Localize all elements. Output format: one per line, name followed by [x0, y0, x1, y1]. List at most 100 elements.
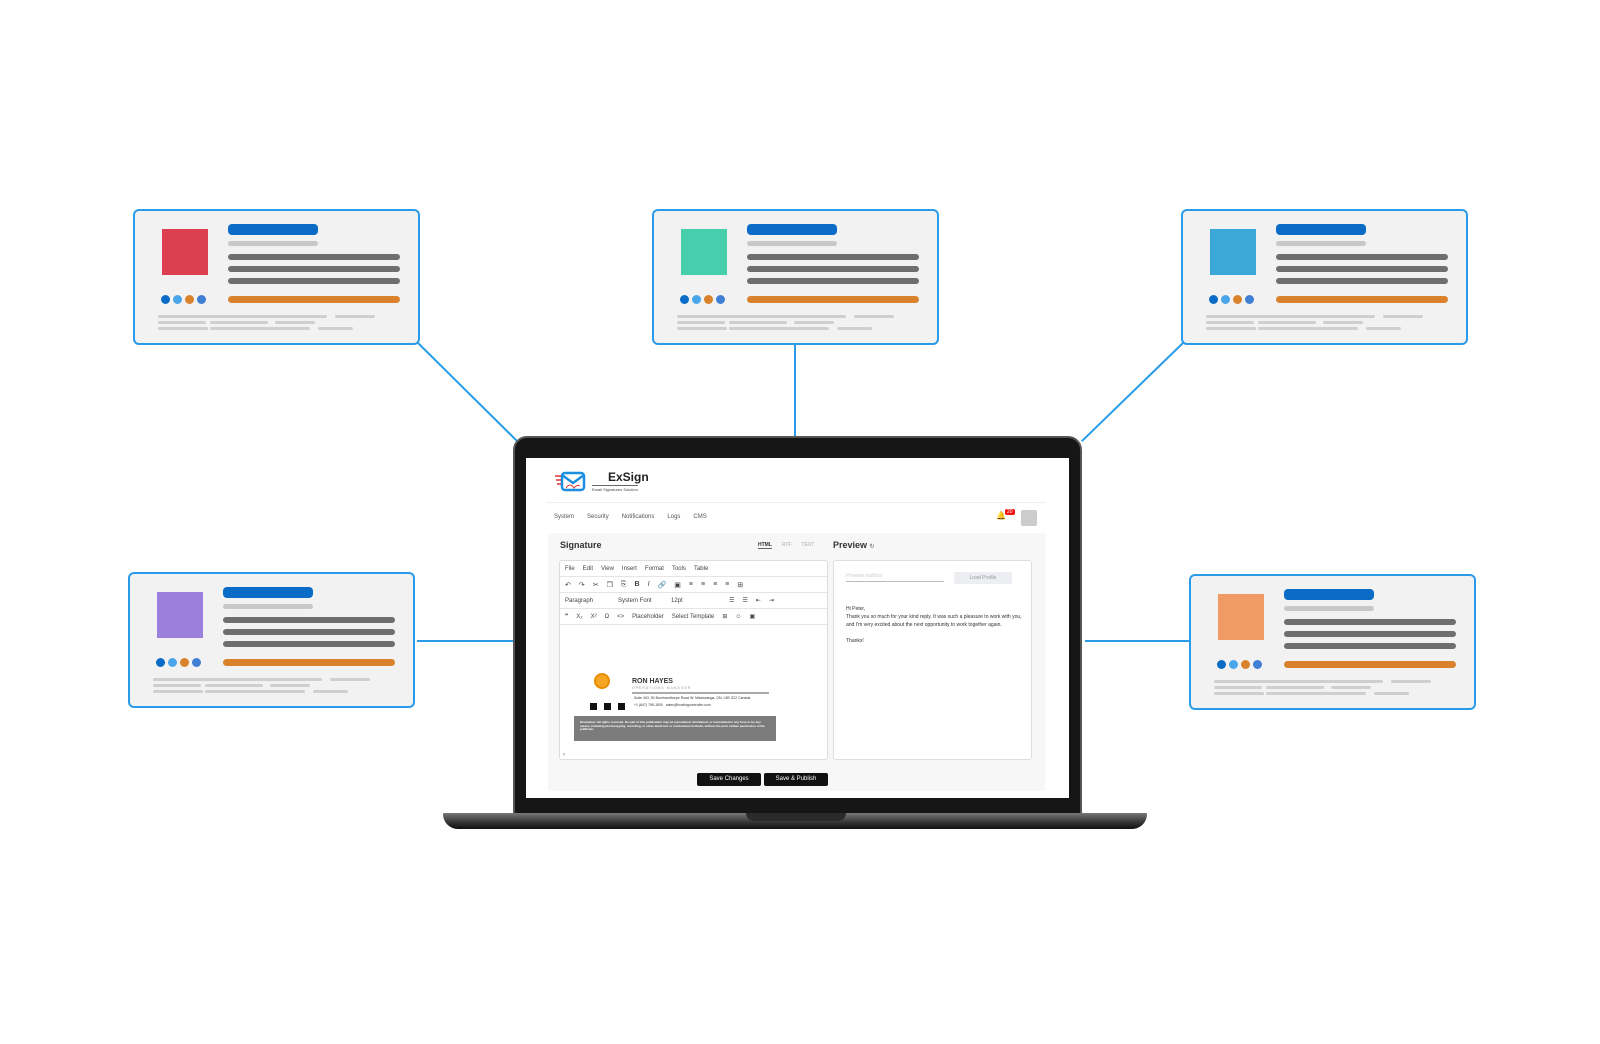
card-subtitle-bar [1276, 241, 1366, 246]
tab-html[interactable]: HTML [758, 542, 772, 549]
card-footer-line [205, 690, 305, 693]
select-template[interactable]: Select Template [671, 613, 715, 620]
card-footer-line [1383, 315, 1423, 318]
tab-rtf[interactable]: RTF [781, 542, 792, 548]
tab-text[interactable]: TEXT [801, 542, 815, 548]
bold-icon[interactable]: B [634, 581, 640, 588]
size-select[interactable]: 12pt [671, 597, 683, 604]
superscript-icon[interactable]: X² [590, 613, 597, 620]
card-footer-line [1206, 327, 1256, 330]
outdent-icon[interactable]: ⇤ [755, 598, 761, 604]
bullet-list-icon[interactable]: ☰ [729, 598, 735, 604]
card-text-line [1276, 254, 1448, 260]
nav-cms[interactable]: CMS [693, 514, 707, 520]
card-accent-bar [1284, 661, 1456, 668]
card-footer-line [1374, 692, 1409, 695]
facebook-icon[interactable] [590, 703, 597, 710]
refresh-icon[interactable]: ↻ [869, 544, 875, 550]
table-icon[interactable]: ⊞ [737, 581, 744, 589]
menu-table[interactable]: Table [693, 565, 709, 572]
quote-icon[interactable]: ❞ [565, 614, 569, 620]
picture-icon[interactable]: ▣ [749, 614, 756, 620]
signature-card [1181, 209, 1468, 345]
italic-icon[interactable]: I [647, 581, 650, 588]
card-dot [185, 295, 194, 304]
card-dot [1221, 295, 1230, 304]
link-icon[interactable]: 🔗 [657, 581, 667, 589]
card-footer-line [1206, 315, 1271, 318]
card-avatar [1210, 229, 1256, 275]
align-center-icon[interactable]: ≡ [700, 581, 706, 588]
align-right-icon[interactable]: ≡ [713, 581, 718, 588]
nav-logs[interactable]: Logs [667, 514, 681, 520]
card-dots [680, 295, 725, 304]
align-left-icon[interactable]: ≡ [688, 581, 693, 588]
sig-disclaimer: Disclaimer: All rights reserved. No part… [574, 716, 776, 741]
numbered-list-icon[interactable]: ☰ [742, 598, 748, 604]
logo-name: ExSign [608, 470, 649, 484]
redo-icon[interactable]: ↷ [578, 581, 585, 589]
top-nav: System Security Notifications Logs CMS [554, 514, 720, 520]
save-changes-button[interactable]: Save Changes [697, 773, 761, 786]
card-text-line [228, 254, 400, 260]
image-icon[interactable]: ▣ [674, 581, 681, 589]
menu-insert[interactable]: Insert [621, 565, 637, 572]
justify-icon[interactable]: ≡ [725, 581, 730, 588]
avatar[interactable] [1021, 510, 1037, 526]
omega-icon[interactable]: Ω [604, 613, 610, 620]
grid-icon[interactable]: ⊞ [722, 614, 728, 620]
sig-address: Suite 403, 50 Burnhamthorpe Road W. Miss… [634, 696, 751, 700]
nav-security[interactable]: Security [587, 514, 609, 520]
paragraph-select[interactable]: Paragraph [565, 597, 594, 604]
bell-icon[interactable]: 🔔 [996, 511, 1006, 520]
copy-icon[interactable]: ❐ [606, 581, 613, 589]
card-text-line [228, 278, 400, 284]
undo-icon[interactable]: ↶ [565, 581, 571, 589]
nav-notifications[interactable]: Notifications [621, 514, 655, 520]
menu-view[interactable]: View [601, 565, 614, 572]
card-text-line [1276, 278, 1448, 284]
save-publish-button[interactable]: Save & Publish [764, 773, 828, 786]
logo-tagline: Email Signatures Solution [592, 485, 638, 492]
card-dots [156, 658, 201, 667]
preview-mailbox-input[interactable]: Preview mailbox [846, 573, 944, 582]
card-dot [704, 295, 713, 304]
card-avatar [162, 229, 208, 275]
card-dot [161, 295, 170, 304]
card-dot [1217, 660, 1226, 669]
indent-icon[interactable]: ⇥ [768, 598, 774, 604]
preview-thanks: Thanks! [846, 638, 864, 644]
paste-icon[interactable]: ⎘ [620, 580, 627, 588]
card-text-line [223, 629, 395, 635]
card-dot [1253, 660, 1262, 669]
card-text-line [1276, 266, 1448, 272]
card-text-line [747, 254, 919, 260]
preview-greeting: Hi Peter, [846, 606, 866, 612]
load-profile-button[interactable]: Load Profile [954, 572, 1012, 584]
cut-icon[interactable]: ✂ [592, 581, 599, 589]
card-text-line [1284, 643, 1456, 649]
status-path: p [563, 751, 566, 756]
signature-card [128, 572, 415, 708]
subscript-icon[interactable]: X₂ [576, 613, 583, 620]
card-accent-bar [228, 296, 400, 303]
card-dot [692, 295, 701, 304]
code-icon[interactable]: <> [617, 613, 625, 620]
laptop-notch [746, 813, 846, 821]
menu-edit[interactable]: Edit [582, 565, 594, 572]
linkedin-icon[interactable] [618, 703, 625, 710]
card-avatar [1218, 594, 1264, 640]
nav-system[interactable]: System [554, 514, 575, 520]
menu-file[interactable]: File [565, 565, 575, 572]
person-icon[interactable]: ☺ [735, 613, 742, 620]
twitter-icon[interactable] [604, 703, 611, 710]
sig-email: sales@hostingcontroller.com [665, 703, 711, 707]
card-subtitle-bar [747, 241, 837, 246]
card-dot [1241, 660, 1250, 669]
menu-format[interactable]: Format [644, 565, 664, 572]
placeholder-select[interactable]: Placeholder [632, 613, 664, 620]
font-select[interactable]: System Font [618, 597, 652, 604]
menu-tools[interactable]: Tools [671, 565, 686, 572]
